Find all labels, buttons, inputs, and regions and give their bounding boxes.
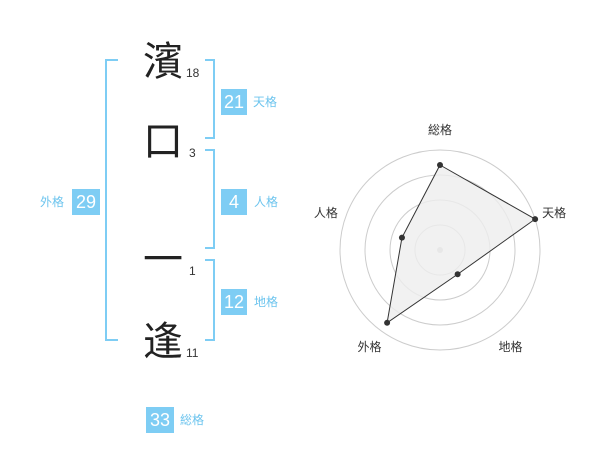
radar-axis-label-2: 地格 — [499, 339, 523, 354]
gai-bracket — [105, 59, 118, 341]
bracket-lines — [105, 59, 215, 341]
radar-ring-4 — [339, 149, 541, 351]
stroke-count-3: 1 — [189, 264, 196, 278]
name-char-2: 口 — [143, 119, 183, 165]
so-kaku-label: 総格 — [180, 413, 205, 427]
radar-point-3 — [384, 319, 391, 326]
radar-axis-label-1: 天格 — [542, 205, 566, 220]
radar-polygon — [386, 164, 537, 324]
name-char-3: 一 — [143, 237, 183, 283]
so-kaku-badge: 33 — [146, 407, 174, 433]
ten-bracket — [205, 59, 215, 139]
radar-point-2 — [454, 271, 461, 278]
radar-axis-label-4: 人格 — [314, 205, 338, 220]
name-char-1: 濱 — [143, 39, 183, 85]
stroke-count-2: 3 — [189, 146, 196, 160]
radar-axis-label-0: 総格 — [428, 122, 452, 137]
jin-kaku-badge: 4 — [221, 189, 247, 215]
ten-kaku-badge: 21 — [221, 89, 247, 115]
radar-point-4 — [398, 234, 405, 241]
gai-kaku-badge: 29 — [72, 189, 100, 215]
gai-kaku-label: 外格 — [40, 195, 65, 209]
jin-bracket — [205, 149, 215, 249]
stroke-count-1: 18 — [186, 66, 200, 80]
radar-axis-label-3: 外格 — [357, 339, 381, 354]
name-char-4: 逢 — [143, 319, 183, 365]
ten-kaku-label: 天格 — [253, 95, 278, 109]
chi-bracket — [205, 259, 215, 341]
radar-points — [384, 162, 539, 326]
radar-point-0 — [437, 162, 443, 168]
chi-kaku-label: 地格 — [254, 295, 279, 309]
radar-point-1 — [532, 216, 539, 223]
stroke-count-4: 11 — [186, 346, 199, 360]
chi-kaku-badge: 12 — [221, 289, 247, 315]
jin-kaku-label: 人格 — [254, 195, 279, 209]
